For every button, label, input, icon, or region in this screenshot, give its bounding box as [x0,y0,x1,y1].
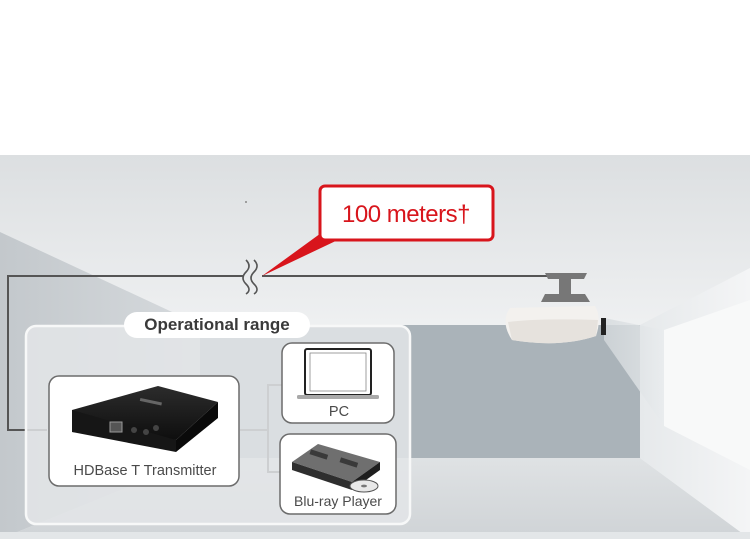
projection-screen [664,300,750,470]
ceiling-projector-icon [505,273,606,344]
hdbaset-transmitter-card[interactable] [48,375,240,487]
operational-range-label: Operational range [144,315,290,334]
laptop-icon [297,348,379,399]
distance-callout-label: 100 meters† [342,201,470,228]
bluray-player-icon [292,444,380,493]
pc-card[interactable] [281,342,395,424]
projector-beam [604,318,664,426]
bluray-player-card[interactable] [279,433,397,515]
distance-callout [262,184,495,276]
cable-break-icon [242,259,250,295]
bluray-player-label: Blu-ray Player [294,493,382,509]
pc-label: PC [328,404,350,420]
hdbaset-transmitter-icon [72,386,218,452]
transmitter-label: HDBase T Transmitter [73,463,217,479]
